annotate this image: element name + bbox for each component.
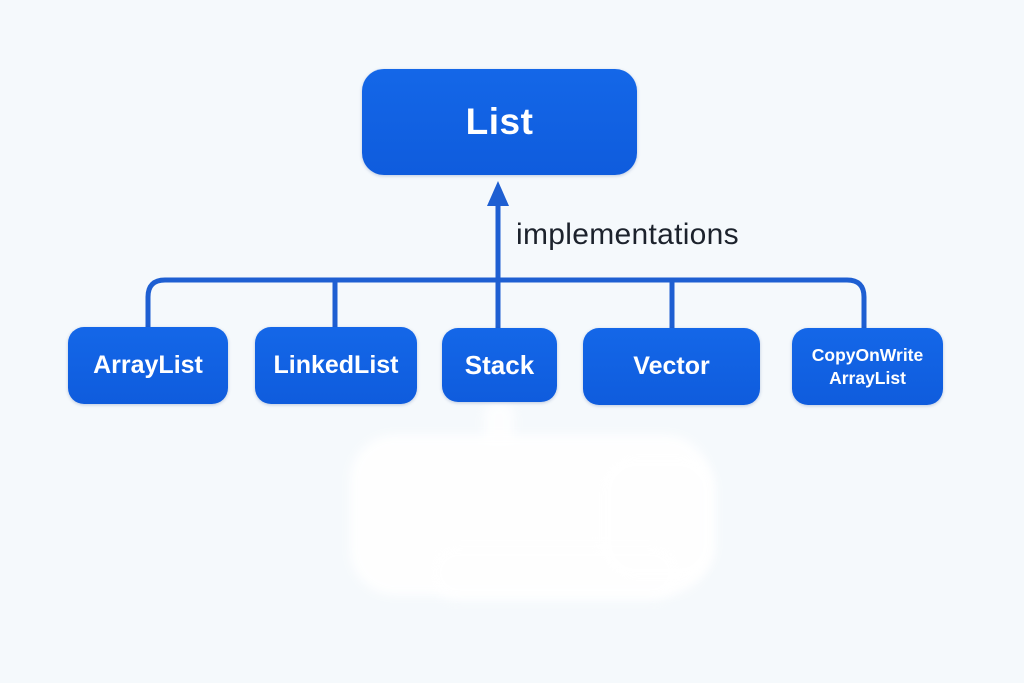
node-copyonwritearraylist-label: CopyOnWrite ArrayList bbox=[811, 344, 924, 388]
node-stack: Stack bbox=[442, 328, 557, 402]
edge-label-implementations: implementations bbox=[516, 218, 739, 251]
node-stack-label: Stack bbox=[464, 349, 535, 380]
arrowhead-up-icon bbox=[487, 181, 509, 206]
node-list-label: List bbox=[465, 101, 534, 142]
node-linkedlist-label: LinkedList bbox=[273, 351, 399, 379]
node-arraylist-label: ArrayList bbox=[93, 351, 203, 379]
node-vector: Vector bbox=[583, 328, 760, 405]
node-list: List bbox=[362, 69, 637, 175]
tree-rail bbox=[145, 277, 867, 335]
node-vector-label: Vector bbox=[633, 352, 710, 380]
erased-artifact bbox=[430, 545, 680, 600]
node-linkedlist: LinkedList bbox=[255, 327, 417, 404]
node-copyonwritearraylist: CopyOnWrite ArrayList bbox=[792, 328, 943, 405]
node-arraylist: ArrayList bbox=[68, 327, 228, 404]
